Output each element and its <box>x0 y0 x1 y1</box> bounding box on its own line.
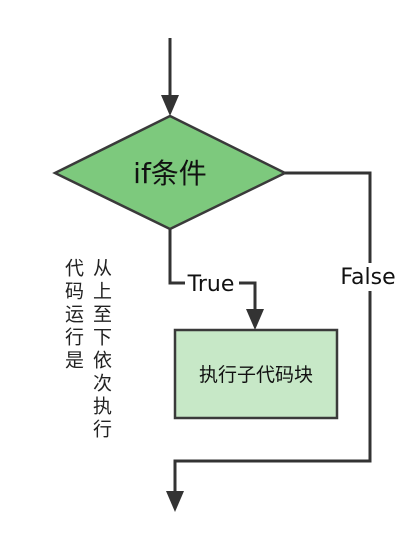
flow-order-note-continued: 代码运行是 <box>62 258 84 373</box>
false-branch-label: False <box>340 265 395 290</box>
exit-arrowhead <box>166 491 184 512</box>
true-label-background <box>185 270 239 296</box>
flow-order-note: 从上至下依次执行 <box>90 258 112 442</box>
entry-arrowhead <box>161 95 179 116</box>
true-branch-arrowhead <box>246 309 264 330</box>
true-branch-label: True <box>187 272 235 297</box>
false-label-background <box>338 263 400 291</box>
action-box <box>173 328 339 420</box>
condition-label: if条件 <box>133 157 207 190</box>
action-label: 执行子代码块 <box>199 364 313 386</box>
false-branch-connector <box>173 171 372 494</box>
